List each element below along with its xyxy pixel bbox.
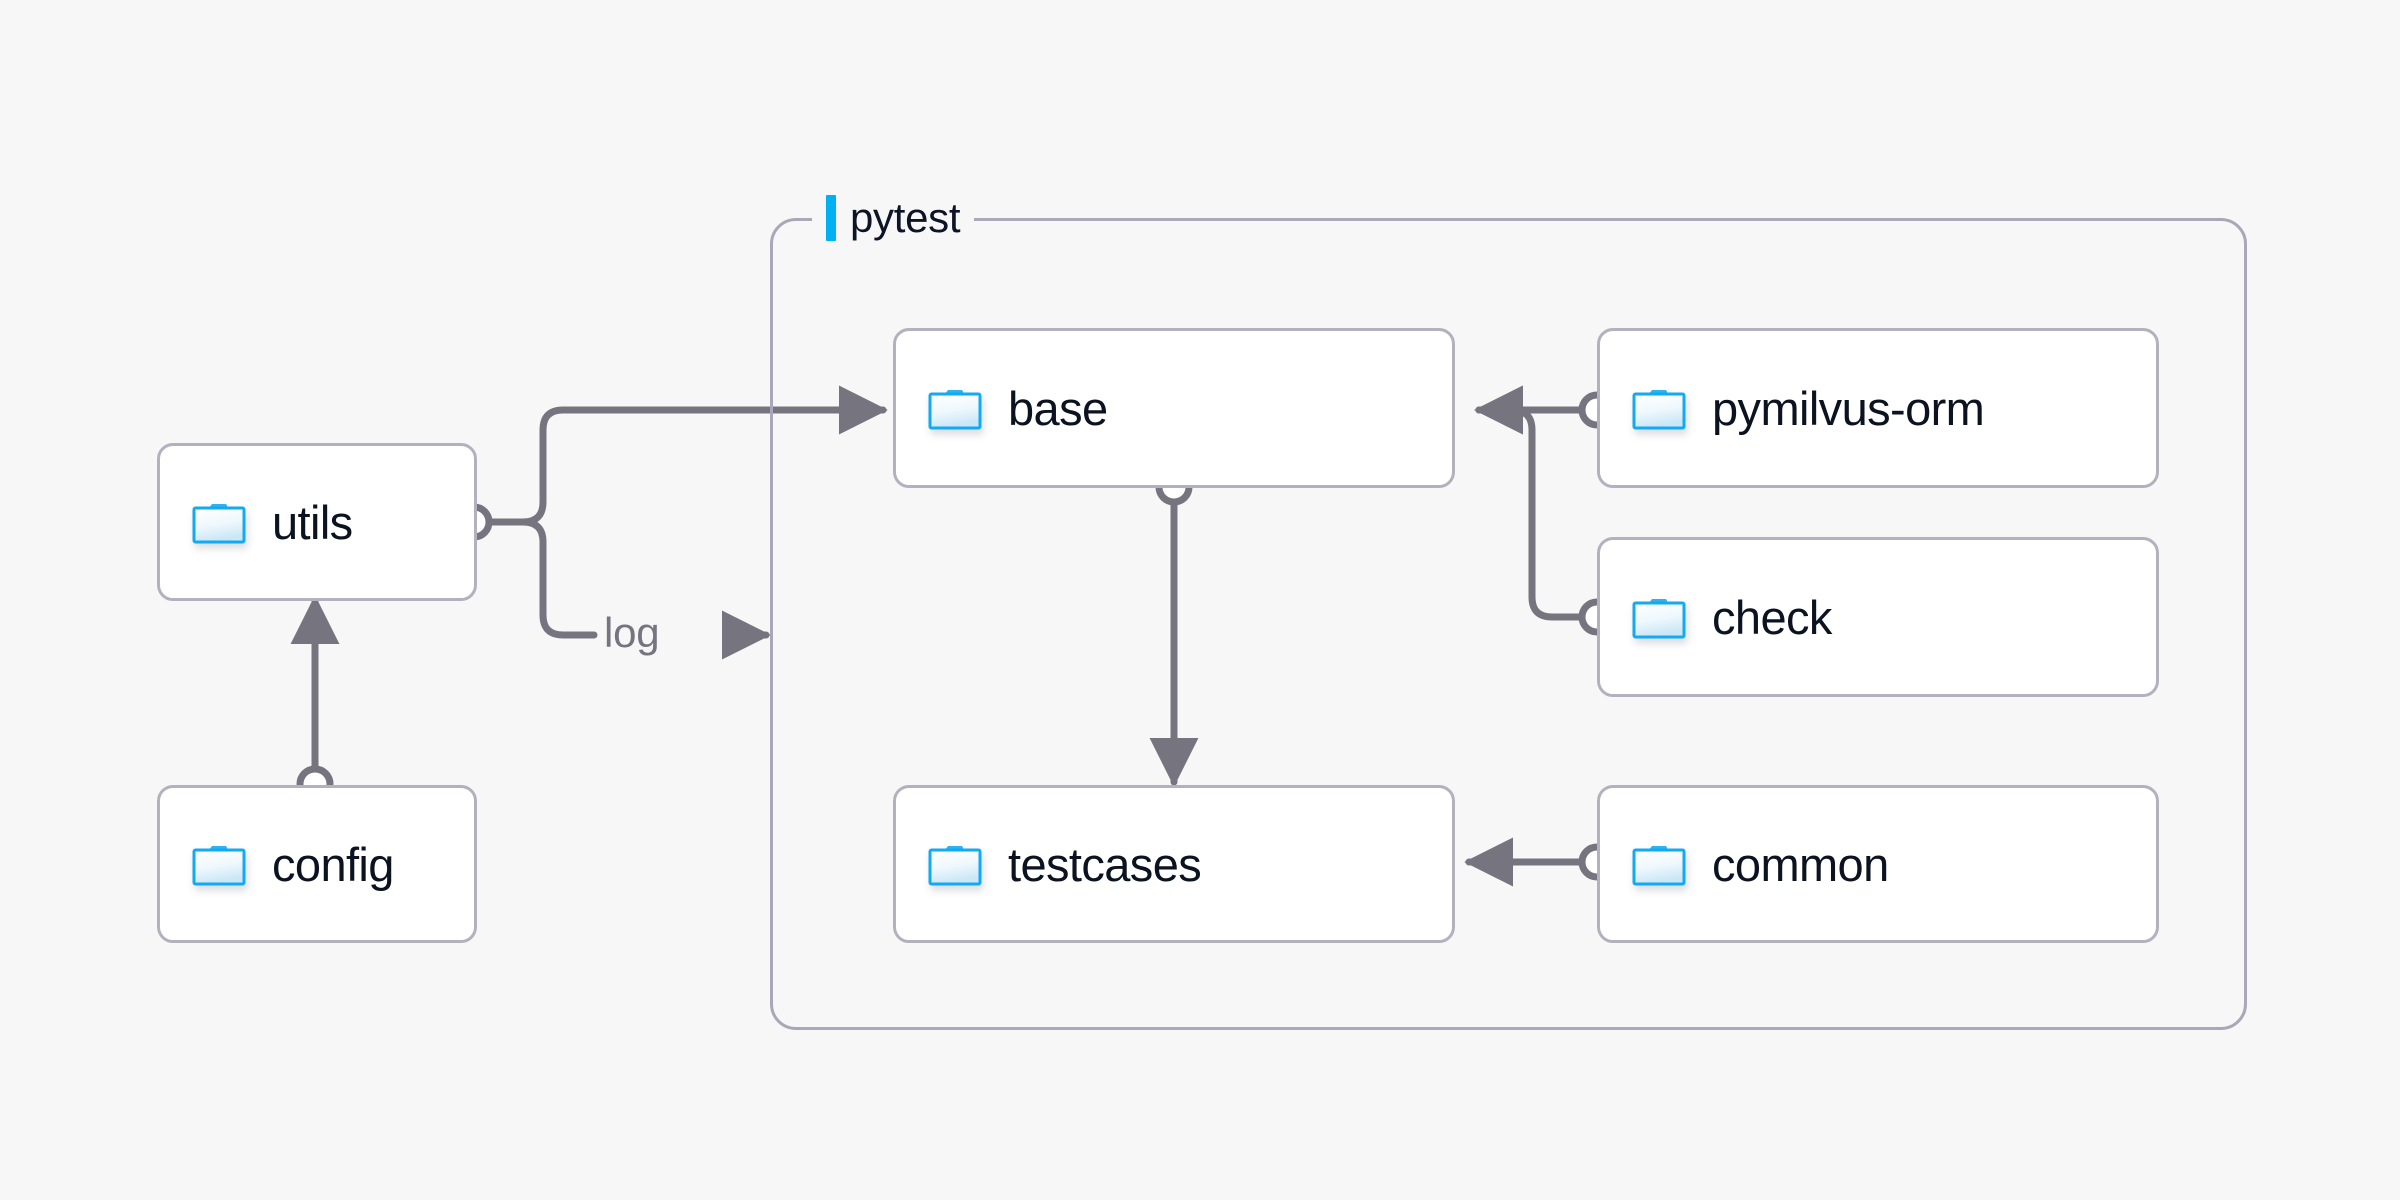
node-label: check — [1712, 590, 1832, 644]
node-label: config — [272, 837, 394, 891]
node-check[interactable]: check — [1597, 537, 2159, 697]
edge-utils-to-log — [480, 518, 598, 639]
edge-label-log: log — [604, 609, 660, 656]
group-pytest[interactable] — [770, 218, 2247, 1030]
node-utils[interactable]: utils — [157, 443, 477, 601]
group-accent-bar — [826, 195, 836, 241]
node-common[interactable]: common — [1597, 785, 2159, 943]
folder-icon — [192, 499, 246, 545]
folder-icon — [928, 385, 982, 431]
node-pymilvus-orm[interactable]: pymilvus-orm — [1597, 328, 2159, 488]
node-config[interactable]: config — [157, 785, 477, 943]
node-testcases[interactable]: testcases — [893, 785, 1455, 943]
folder-icon — [1632, 385, 1686, 431]
node-label: utils — [272, 495, 353, 549]
node-base[interactable]: base — [893, 328, 1455, 488]
folder-icon — [192, 841, 246, 887]
folder-icon — [928, 841, 982, 887]
node-label: base — [1008, 381, 1108, 435]
folder-icon — [1632, 841, 1686, 887]
node-label: pymilvus-orm — [1712, 381, 1985, 435]
group-title: pytest — [850, 194, 961, 241]
group-pytest-label: pytest — [812, 192, 975, 244]
node-label: testcases — [1008, 837, 1202, 891]
folder-icon — [1632, 594, 1686, 640]
node-label: common — [1712, 837, 1889, 891]
